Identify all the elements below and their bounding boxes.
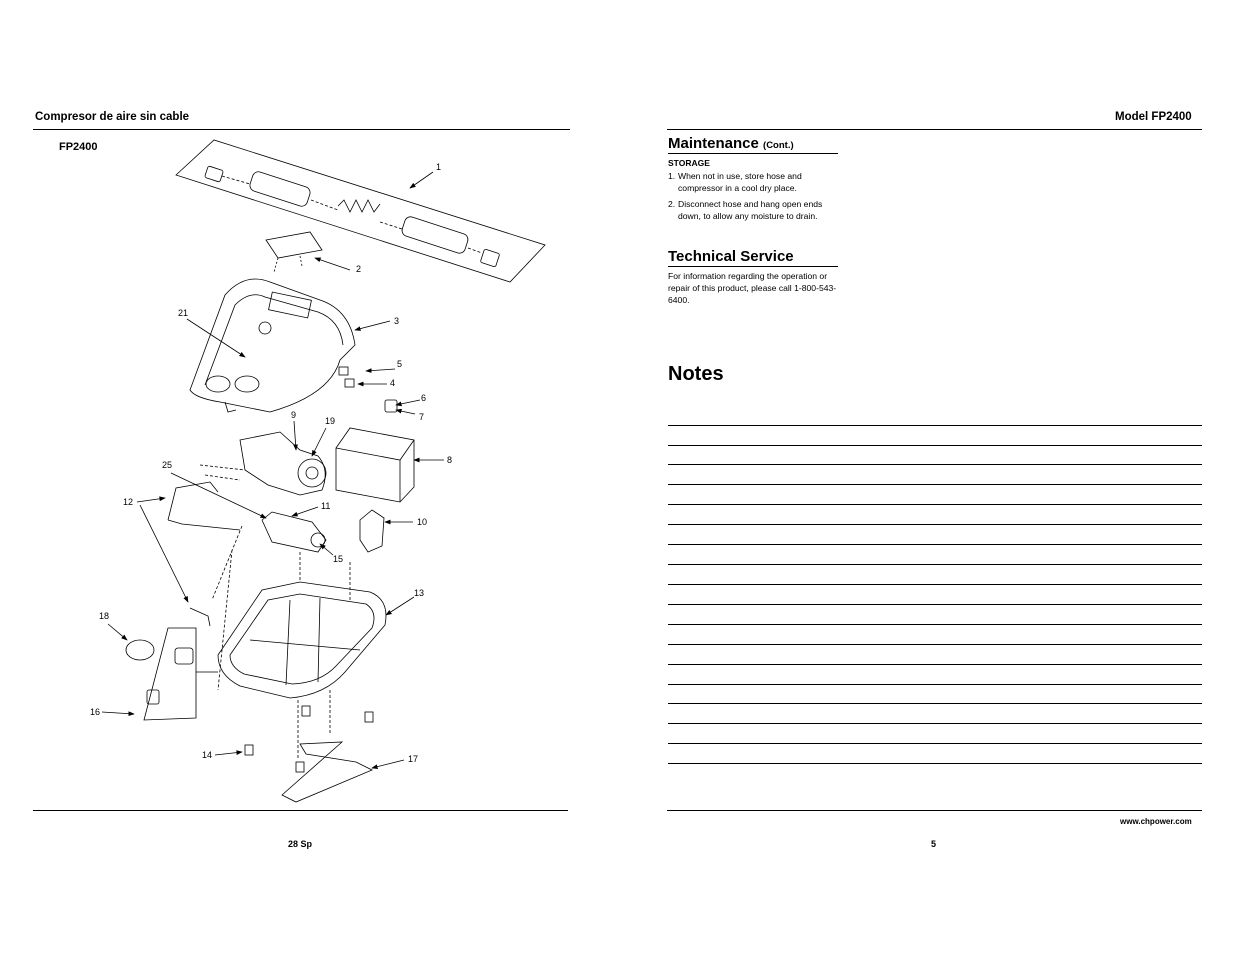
left-page-number: 28 Sp — [288, 839, 313, 849]
callout-14: 14 — [202, 750, 212, 760]
note-line — [668, 684, 1202, 685]
note-line — [668, 564, 1202, 565]
callout-18: 18 — [99, 611, 109, 621]
maintenance-title-suffix: (Cont.) — [763, 140, 794, 151]
note-line — [668, 743, 1202, 744]
callout-6: 6 — [421, 393, 426, 403]
storage-subhead: STORAGE — [668, 158, 710, 168]
callout-19: 19 — [325, 416, 335, 426]
note-line — [668, 723, 1202, 724]
callout-21: 21 — [178, 308, 188, 318]
right-header: Model FP2400 — [1115, 111, 1192, 123]
callout-2: 2 — [356, 264, 361, 274]
technical-service-title: Technical Service — [668, 248, 794, 265]
callout-8: 8 — [447, 455, 452, 465]
callout-4: 4 — [390, 378, 395, 388]
note-line — [668, 664, 1202, 665]
right-header-rule — [667, 129, 1202, 130]
note-line — [668, 425, 1202, 426]
callout-10: 10 — [417, 517, 427, 527]
callout-1: 1 — [436, 162, 441, 172]
storage-item: 2.Disconnect hose and hang open ends dow… — [668, 199, 823, 221]
left-footer-rule — [33, 810, 568, 811]
note-line — [668, 624, 1202, 625]
note-line — [668, 445, 1202, 446]
callout-25: 25 — [162, 460, 172, 470]
website: www.chpower.com — [1120, 817, 1192, 826]
callout-5: 5 — [397, 359, 402, 369]
note-line — [668, 584, 1202, 585]
callout-16: 16 — [90, 707, 100, 717]
storage-item: 1.When not in use, store hose and compre… — [668, 171, 802, 193]
note-line — [668, 763, 1202, 764]
technical-service-text: For information regarding the operation … — [668, 271, 837, 305]
note-line — [668, 504, 1202, 505]
callout-3: 3 — [394, 316, 399, 326]
maintenance-section: Maintenance (Cont.) STORAGE 1.When not i… — [668, 135, 838, 226]
note-line — [668, 524, 1202, 525]
note-line — [668, 464, 1202, 465]
callout-7: 7 — [419, 412, 424, 422]
callout-17: 17 — [408, 754, 418, 764]
technical-service-section: Technical Service For information regard… — [668, 248, 838, 306]
note-line — [668, 544, 1202, 545]
right-page-number: 5 — [931, 839, 937, 849]
callout-13: 13 — [414, 588, 424, 598]
exploded-parts-diagram: 1 2 3 21 5 4 6 7 9 19 8 25 12 11 10 15 1… — [90, 139, 546, 803]
callout-15: 15 — [333, 554, 343, 564]
left-header-rule — [33, 129, 570, 130]
right-footer-rule — [667, 810, 1202, 811]
note-line — [668, 703, 1202, 704]
maintenance-title: Maintenance (Cont.) — [668, 135, 794, 152]
model-label: FP2400 — [59, 141, 98, 153]
callout-11: 11 — [321, 501, 330, 511]
notes-title: Notes — [668, 363, 724, 385]
callout-9: 9 — [291, 410, 296, 420]
storage-list: 1.When not in use, store hose and compre… — [668, 170, 838, 222]
left-header: Compresor de aire sin cable — [35, 111, 190, 123]
note-line — [668, 484, 1202, 485]
note-line — [668, 604, 1202, 605]
note-line — [668, 644, 1202, 645]
callout-12: 12 — [123, 497, 133, 507]
